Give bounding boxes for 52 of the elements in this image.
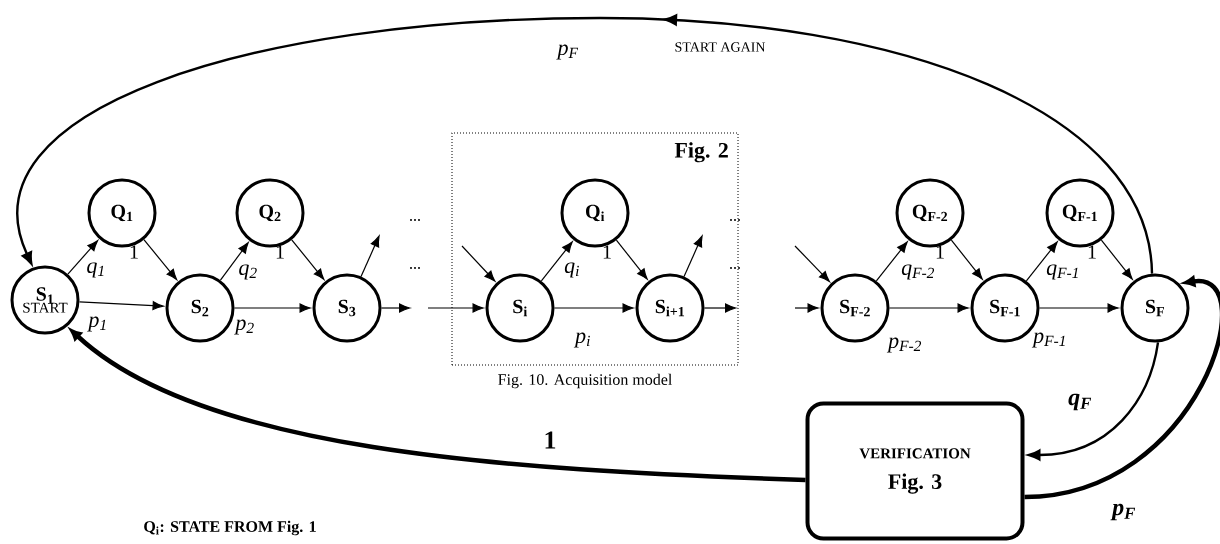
arrow xyxy=(17,14,1154,274)
arrow xyxy=(794,303,819,313)
arrow xyxy=(380,303,411,313)
arrow xyxy=(950,239,983,280)
arrow xyxy=(291,239,325,280)
edge-label: 1 xyxy=(130,245,138,259)
edge-label: 1 xyxy=(276,245,284,259)
arrow xyxy=(1038,303,1119,313)
arrow xyxy=(540,241,573,282)
ellipsis: ... xyxy=(410,267,420,269)
arrow xyxy=(143,239,178,281)
arrow xyxy=(461,245,496,282)
edge-label: q$_{1}$ xyxy=(87,262,104,278)
edge-label: 1 xyxy=(936,245,944,259)
arrow xyxy=(794,245,830,283)
arrow xyxy=(1100,239,1133,280)
edge-label: p$_{F}$ xyxy=(556,44,579,60)
edge-label: q$_{F-2}$ xyxy=(901,264,935,280)
arrow xyxy=(875,241,908,282)
arrow xyxy=(67,240,99,275)
edge-label: p$_{1}$ xyxy=(87,316,106,332)
edge-label: q$_{i}$ xyxy=(564,262,579,278)
arrow xyxy=(888,303,969,313)
note-text: Q$_{i}$: STATE FROM Fig. 1 xyxy=(144,520,316,536)
ellipsis: ... xyxy=(730,267,740,269)
caption: Fig. 10. Acquisition model xyxy=(498,373,672,389)
note-text: START AGAIN xyxy=(675,42,766,52)
arrow xyxy=(219,242,249,281)
edge-label: p$_{i}$ xyxy=(573,332,590,348)
ellipsis: ... xyxy=(410,219,420,221)
edge-label: q$_{F-1}$ xyxy=(1046,264,1078,280)
arrow xyxy=(360,235,380,278)
edge-label: 1 xyxy=(603,245,611,259)
process-box: VERIFICATION Fig. 3 xyxy=(805,401,1025,541)
arrow xyxy=(553,303,634,313)
edge-label: p$_{2}$ xyxy=(234,319,254,335)
arrow xyxy=(70,329,806,483)
edge-label: p$_{F}$ xyxy=(1110,503,1136,521)
edge-label: 1 xyxy=(545,431,556,449)
arrow xyxy=(427,303,484,313)
arrow xyxy=(1025,241,1058,282)
edge-label: 1 xyxy=(1088,245,1096,259)
edge-label: q$_{F}$ xyxy=(1068,393,1092,411)
arrow xyxy=(683,235,703,278)
arrow xyxy=(1024,276,1220,500)
arrow xyxy=(615,239,648,280)
edge-label: q$_{2}$ xyxy=(239,264,257,280)
arrow xyxy=(1027,342,1160,461)
ellipsis: ... xyxy=(730,219,740,221)
arrow xyxy=(78,301,164,311)
arrow xyxy=(233,303,311,313)
arrow xyxy=(703,303,737,313)
